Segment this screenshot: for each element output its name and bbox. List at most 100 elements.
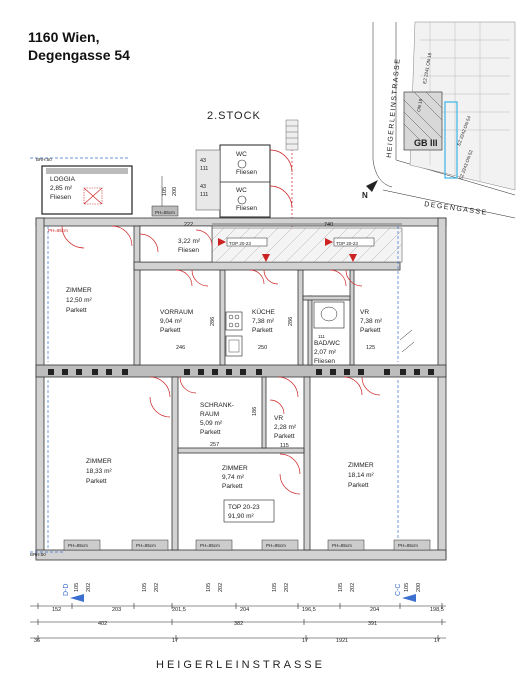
room-zimmer4-floor: Parkett	[348, 482, 369, 489]
svg-text:202: 202	[284, 583, 290, 592]
ph-label-annex: PH=85cm	[155, 210, 175, 215]
svg-text:201,5: 201,5	[172, 607, 186, 613]
room-vr2-floor: Parkett	[274, 433, 295, 440]
room-zimmer3-name: ZIMMER	[222, 465, 248, 472]
outer-walls	[35, 217, 447, 561]
svg-text:402: 402	[98, 621, 107, 627]
svg-text:204: 204	[370, 607, 379, 613]
room-entry-area: 3,22 m²	[178, 238, 201, 245]
site-street-bottom: DEGENGASSE	[424, 201, 488, 217]
ph-label-b6: PH=85cm	[398, 543, 418, 548]
dim-bad-111: 111	[318, 334, 325, 339]
ph-label-b5: PH=85cm	[332, 543, 352, 548]
top-labels: TOP 20-23 TOP 20-23	[218, 237, 375, 262]
svg-text:202: 202	[86, 583, 92, 592]
room-loggia-name: LOGGIA	[50, 176, 76, 183]
svg-text:198,5: 198,5	[430, 607, 444, 613]
room-schrank-area: 5,09 m²	[200, 420, 223, 427]
ph-label-b3: PH=85cm	[200, 543, 220, 548]
window-dims: 105 202 105 202 105 202 105 202 105 202 …	[74, 583, 422, 592]
toilet-icon	[237, 159, 247, 169]
dim-schrank-186: 186	[252, 407, 258, 416]
total-area: 91,90 m²	[228, 513, 254, 520]
room-zimmer3-floor: Parkett	[222, 483, 243, 490]
dim-kueche-286: 286	[288, 317, 294, 326]
section-markers: D-D C-C	[63, 584, 416, 602]
room-vr2-area: 2,28 m²	[274, 424, 297, 431]
room-zimmer2-name: ZIMMER	[86, 458, 112, 465]
svg-text:105: 105	[272, 583, 278, 592]
dim-corridor-740: 740	[324, 222, 333, 228]
room-vr1-name: VR	[360, 309, 369, 316]
room-schrank-floor: Parkett	[200, 429, 221, 436]
room-kueche-floor: Parkett	[252, 327, 273, 334]
dim-wc1-111: 111	[200, 166, 208, 172]
svg-text:152: 152	[52, 607, 61, 613]
dim-wc1-43: 43	[200, 158, 206, 164]
total-label: TOP 20-23	[228, 504, 260, 511]
site-on-18: ON 18	[416, 98, 423, 112]
room-vorraum-floor: Parkett	[160, 327, 181, 334]
room-loggia-area: 2,85 m²	[50, 185, 73, 192]
svg-text:1921: 1921	[336, 638, 348, 644]
room-wc2-name: WC	[236, 187, 247, 194]
dim-annex-105: 105	[162, 187, 168, 196]
room-vorraum-name: VORRAUM	[160, 309, 193, 316]
svg-text:391: 391	[368, 621, 377, 627]
dim-entry-222: 222	[184, 222, 193, 228]
svg-text:204: 204	[240, 607, 249, 613]
room-wc2-floor: Fliesen	[236, 205, 257, 212]
section-c: C-C	[395, 584, 402, 596]
room-zimmer1-floor: Parkett	[66, 307, 87, 314]
room-kueche-name: KÜCHE	[252, 308, 275, 316]
svg-text:202: 202	[218, 583, 224, 592]
address-line-2: Degengasse 54	[28, 47, 130, 63]
svg-text:105: 105	[338, 583, 344, 592]
room-vr2-name: VR	[274, 415, 283, 422]
room-bad-name: BAD/WC	[314, 340, 340, 347]
room-zimmer2-floor: Parkett	[86, 478, 107, 485]
middle-wall-windows	[48, 369, 434, 375]
ph-label-b4: PH=85cm	[266, 543, 286, 548]
room-vr1-floor: Parkett	[360, 327, 381, 334]
dim-wc2-111: 111	[200, 192, 208, 198]
site-gb-label: GB III	[414, 138, 438, 148]
room-loggia-floor: Fliesen	[50, 194, 71, 201]
top-label-1: TOP 20-23	[229, 241, 251, 246]
ph-label-zimmer: PH=85cm	[48, 228, 68, 233]
site-ez-2241: EZ 2241 ON 18	[422, 52, 432, 84]
svg-text:105: 105	[74, 583, 80, 592]
north-arrow-icon: N	[362, 180, 378, 200]
svg-text:203: 203	[112, 607, 121, 613]
svg-text:200: 200	[416, 583, 422, 592]
svg-text:105: 105	[206, 583, 212, 592]
doors-upper: PH=85cm	[47, 225, 399, 362]
dim-vorraum-246: 246	[176, 345, 185, 351]
svg-text:196,5: 196,5	[302, 607, 316, 613]
dimension-rows: 152 203 201,5 204 196,5 204 198,5 402 38…	[30, 603, 446, 644]
svg-text:202: 202	[154, 583, 160, 592]
svg-text:17: 17	[172, 638, 178, 644]
site-map: EZ 2241 ON 18 EZ 2242 ON 54 EZ 2243 ON 5…	[362, 21, 516, 219]
entry-room: 222 3,22 m² Fliesen	[139, 222, 213, 263]
room-bad-floor: Fliesen	[314, 358, 335, 365]
room-zimmer1-area: 12,50 m²	[66, 297, 92, 304]
upper-annex: BRH:50 LOGGIA 2,85 m² Fliesen 43 111 43 …	[30, 119, 299, 228]
svg-text:105: 105	[142, 583, 148, 592]
ph-label-b2: PH=85cm	[136, 543, 156, 548]
room-wc1-name: WC	[236, 151, 247, 158]
svg-text:N: N	[362, 191, 368, 200]
dim-vr-125: 125	[366, 345, 375, 351]
top-label-2: TOP 20-23	[336, 241, 358, 246]
bottom-windows: PH=85cm PH=85cm PH=85cm PH=85cm PH=85cm …	[30, 539, 431, 557]
room-wc1-floor: Fliesen	[236, 169, 257, 176]
room-bad-area: 2,07 m²	[314, 349, 337, 356]
ph-label-b1: PH=85cm	[68, 543, 88, 548]
svg-text:105: 105	[404, 583, 410, 592]
room-vr1-area: 7,38 m²	[360, 318, 383, 325]
site-street-vertical: HEIGERLEINSTRASSE	[386, 57, 402, 158]
svg-text:36: 36	[34, 638, 40, 644]
room-vorraum-area: 9,04 m²	[160, 318, 183, 325]
